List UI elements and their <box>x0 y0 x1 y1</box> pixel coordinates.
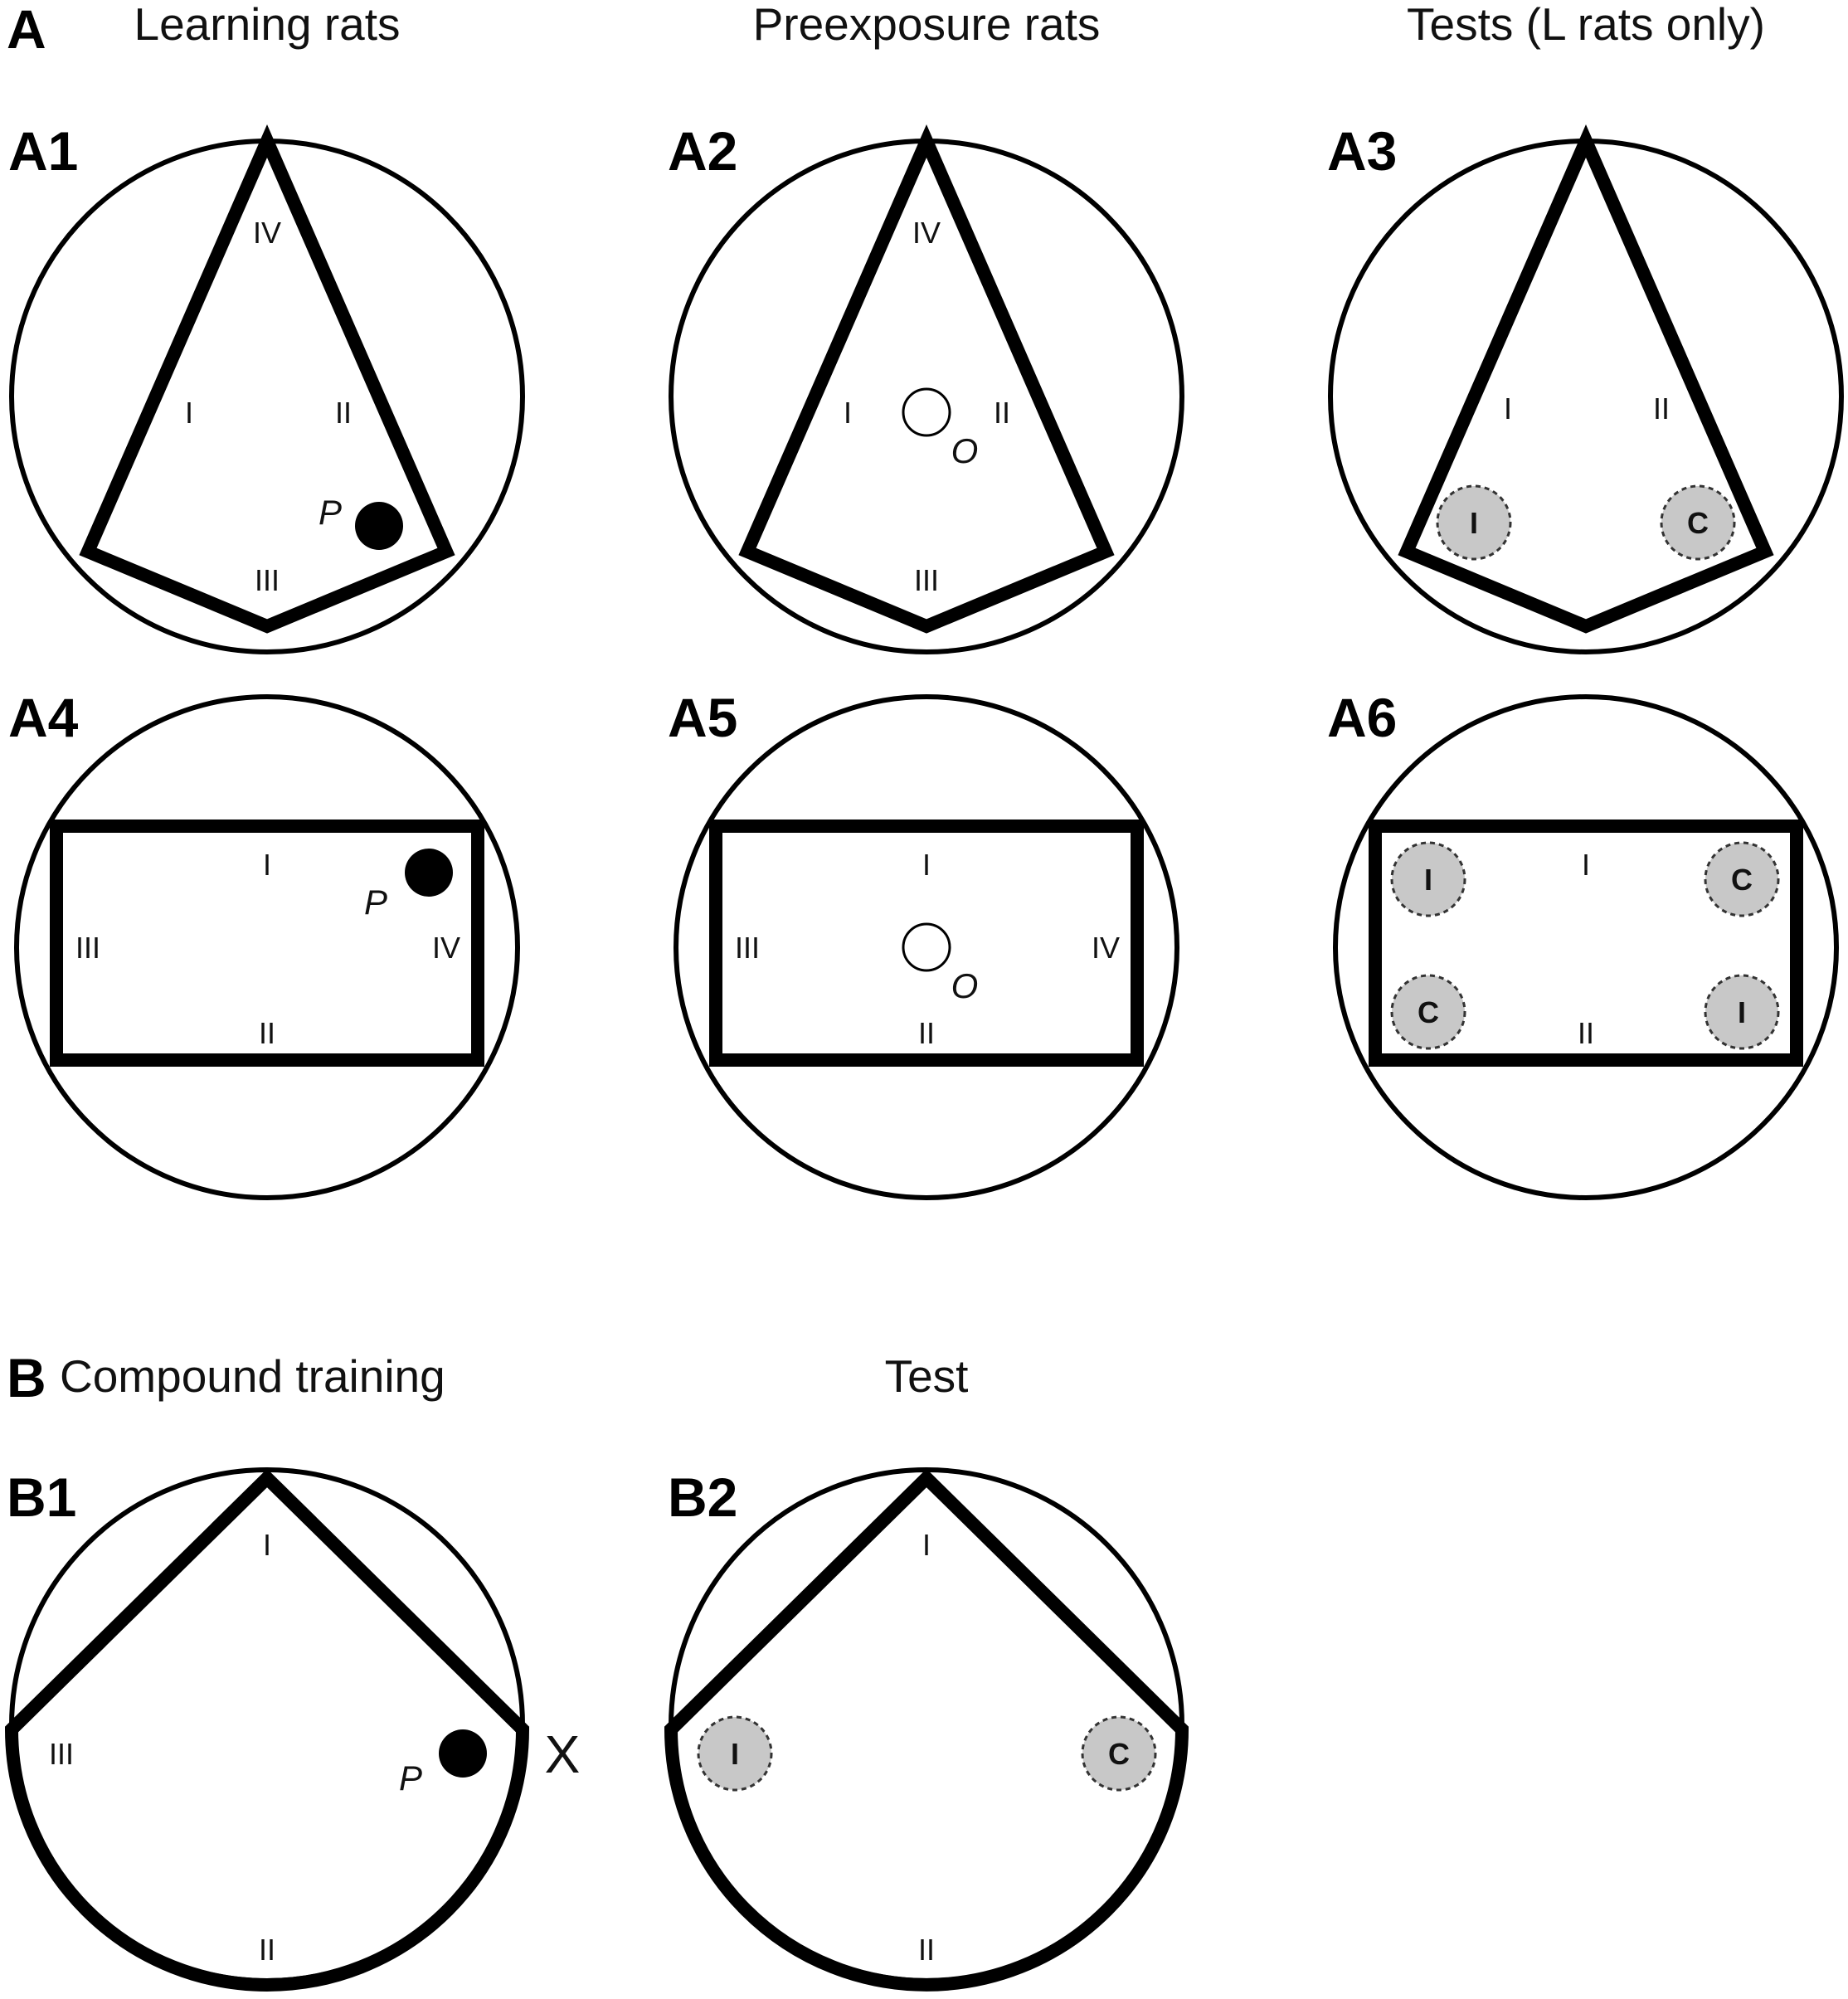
test-marker-congruent <box>1660 484 1736 561</box>
header-preexposure-rats: Preexposure rats <box>753 0 1101 50</box>
kite-enclosure <box>79 124 455 634</box>
platform-label: P <box>364 883 387 922</box>
header-compound-training: Compound training <box>60 1350 445 1402</box>
kite-enclosure <box>738 124 1115 634</box>
panel-a6: A6 I II I C C I <box>1327 687 1839 1200</box>
region-label-i: I <box>922 848 931 882</box>
region-label-i: I <box>922 1528 931 1562</box>
panel-a4: A4 I II III IV P <box>8 687 520 1200</box>
panel-label-b1: B1 <box>7 1466 76 1528</box>
object-label: O <box>951 966 979 1005</box>
panel-a1: A1 IV I II III P <box>8 120 525 654</box>
panel-b2: B2 I II I C <box>664 1466 1189 1992</box>
marker-label-c: C <box>1731 863 1753 897</box>
marker-label-i: I <box>1470 506 1478 540</box>
marker-label-i: I <box>1424 863 1432 897</box>
region-label-ii: II <box>259 1933 275 1967</box>
region-label-iii: III <box>914 563 939 597</box>
region-label-i: I <box>263 848 271 882</box>
marker-label-c: C <box>1687 506 1709 540</box>
object-label: O <box>951 431 979 470</box>
marker-label-i: I <box>731 1737 739 1771</box>
header-test: Test <box>885 1350 969 1402</box>
header-learning-rats: Learning rats <box>134 0 400 50</box>
rectangle-enclosure <box>50 820 484 1067</box>
header-tests: Tests (L rats only) <box>1407 0 1765 50</box>
object <box>902 922 951 972</box>
platform <box>405 849 453 897</box>
region-label-iii: III <box>49 1737 74 1771</box>
region-label-ii: II <box>918 1016 935 1050</box>
region-label-iii: III <box>735 931 760 965</box>
test-marker-incongruent <box>1704 974 1780 1050</box>
platform-label: P <box>319 493 342 532</box>
region-label-iv: IV <box>253 216 281 250</box>
arena-circle <box>14 694 520 1200</box>
region-label-iv: IV <box>912 216 941 250</box>
rectangle-enclosure <box>709 820 1144 1067</box>
section-label-a: A <box>7 0 46 60</box>
region-label-ii: II <box>1653 392 1670 426</box>
region-label-i: I <box>185 396 193 430</box>
region-label-ii: II <box>1578 1016 1594 1050</box>
object <box>902 387 951 437</box>
panel-label-a4: A4 <box>8 687 79 748</box>
region-label-i: I <box>844 396 852 430</box>
marker-label-c: C <box>1418 995 1439 1029</box>
arena-circle <box>1328 139 1844 654</box>
region-label-ii: II <box>259 1016 275 1050</box>
region-label-i: I <box>263 1528 271 1562</box>
panel-label-a6: A6 <box>1327 687 1397 748</box>
panel-label-a3: A3 <box>1327 120 1397 182</box>
region-label-i: I <box>1504 392 1512 426</box>
test-marker-incongruent <box>1390 841 1466 917</box>
test-marker-incongruent <box>1436 484 1512 561</box>
panel-label-a2: A2 <box>668 120 737 182</box>
region-label-iv: IV <box>432 931 460 965</box>
region-label-ii: II <box>335 396 352 430</box>
region-label-iv: IV <box>1092 931 1120 965</box>
test-marker-congruent <box>1704 841 1780 917</box>
arena-circle <box>1333 694 1839 1200</box>
test-marker-incongruent <box>697 1715 773 1792</box>
region-label-ii: II <box>994 396 1010 430</box>
test-marker-congruent <box>1081 1715 1157 1792</box>
rectangle-enclosure <box>1369 820 1803 1067</box>
test-marker-congruent <box>1390 974 1466 1050</box>
platform-label: P <box>399 1758 422 1797</box>
section-label-b: B <box>7 1347 46 1408</box>
compound-enclosure <box>664 1468 1189 1992</box>
region-label-i: I <box>1582 848 1590 882</box>
panel-a3: A3 I II I C <box>1327 120 1844 654</box>
region-label-iii: III <box>255 563 280 597</box>
region-label-ii: II <box>918 1933 935 1967</box>
marker-label-c: C <box>1108 1737 1130 1771</box>
panel-label-b2: B2 <box>668 1466 737 1528</box>
arena-circle <box>674 694 1179 1200</box>
marker-label-i: I <box>1738 995 1746 1029</box>
platform <box>439 1729 487 1778</box>
panel-label-a5: A5 <box>668 687 737 748</box>
panel-a2: A2 IV I II III O <box>668 120 1184 654</box>
panel-a5: A5 I II III IV O <box>668 687 1179 1200</box>
landmark-x-label: X <box>545 1724 581 1784</box>
compound-enclosure <box>4 1468 530 1992</box>
platform <box>355 502 403 550</box>
region-label-iii: III <box>75 931 100 965</box>
panel-label-a1: A1 <box>8 120 78 182</box>
panel-b1: B1 I III II P X <box>4 1466 581 1992</box>
kite-enclosure <box>1398 124 1774 634</box>
